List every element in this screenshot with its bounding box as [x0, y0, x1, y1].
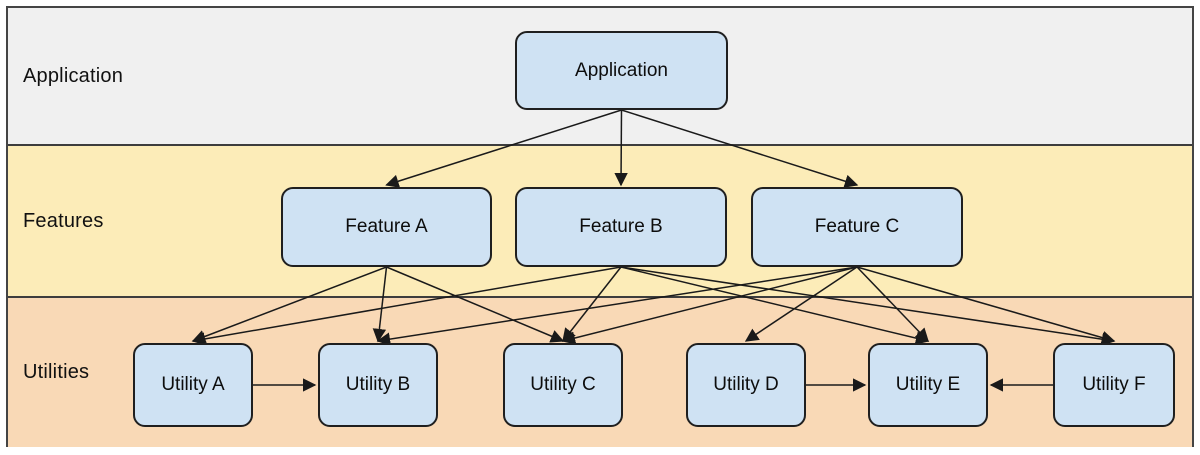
band-label-features: Features	[23, 209, 104, 232]
node-utility-e: Utility E	[868, 343, 988, 427]
node-utility-a: Utility A	[133, 343, 253, 427]
node-label: Feature C	[814, 216, 900, 237]
node-utility-d: Utility D	[686, 343, 806, 427]
node-utility-c: Utility C	[503, 343, 623, 427]
node-label: Utility A	[161, 374, 225, 395]
node-utility-b: Utility B	[318, 343, 438, 427]
node-application: Application	[515, 31, 728, 110]
node-feature-a: Feature A	[281, 187, 492, 267]
node-label: Feature B	[579, 216, 663, 237]
node-utility-f: Utility F	[1053, 343, 1175, 427]
node-label: Feature A	[345, 216, 428, 237]
node-label: Utility C	[530, 374, 596, 395]
node-label: Utility D	[713, 374, 779, 395]
band-label-application: Application	[23, 64, 124, 87]
node-label: Utility B	[345, 374, 411, 395]
node-feature-b: Feature B	[515, 187, 727, 267]
node-label: Utility E	[895, 374, 961, 395]
node-label: Utility F	[1082, 374, 1146, 395]
node-feature-c: Feature C	[751, 187, 963, 267]
node-label: Application	[575, 59, 668, 81]
band-label-utilities: Utilities	[23, 361, 90, 383]
